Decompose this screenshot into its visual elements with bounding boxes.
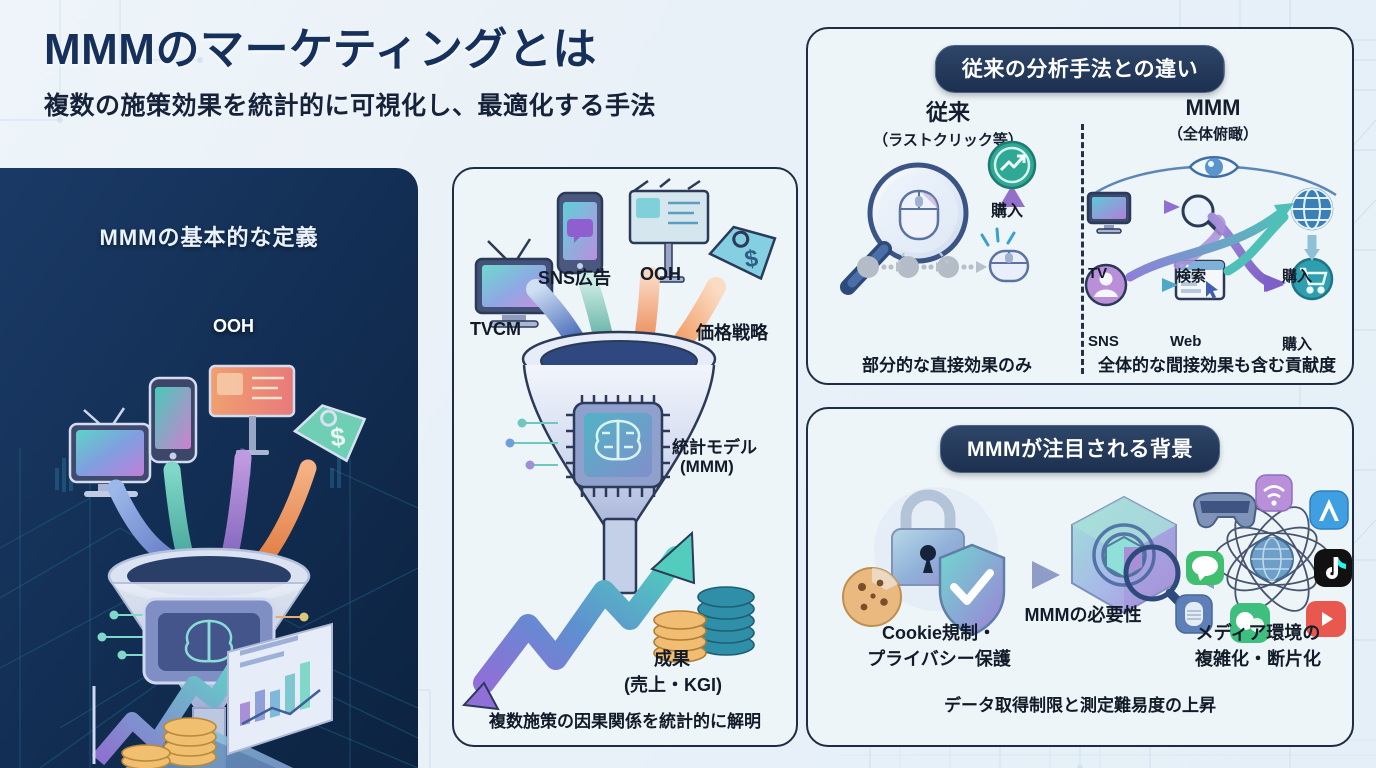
- background-card: MMMが注目される背景: [806, 407, 1354, 747]
- background-badge: MMMが注目される背景: [940, 425, 1220, 473]
- mmm-column-title: MMM （全体俯瞰）: [1108, 95, 1318, 144]
- ooh-label: OOH: [213, 316, 255, 336]
- media-label-line1: メディア環境の: [1195, 623, 1321, 643]
- input-label-price: 価格戦略: [696, 323, 768, 343]
- model-label-line2: (MMM): [680, 457, 734, 476]
- page-subtitle: 複数の施策効果を統計的に可視化し、最適化する手法: [44, 92, 657, 121]
- node-label-search: 検索: [1176, 268, 1207, 285]
- node-label-purchase-globe: 購入: [1282, 268, 1313, 285]
- page-title: MMMのマーケティングとは: [44, 25, 597, 74]
- legacy-caption: 部分的な直接効果のみ: [862, 356, 1032, 375]
- legacy-subtitle: （ラストクリック等）: [873, 132, 1023, 149]
- input-label-sns: SNS広告: [538, 268, 612, 288]
- background-illustration: [842, 474, 1352, 643]
- mmm-title: MMM: [1185, 95, 1241, 120]
- mmm-caption: 全体的な間接効果も含む貢献度: [1098, 356, 1336, 375]
- center-card-caption: 複数施策の因果関係を統計的に解明: [489, 712, 761, 731]
- legacy-column-title: 従来 （ラストクリック等）: [848, 95, 1048, 150]
- funnel-illustration: $: [461, 178, 777, 711]
- legacy-title: 従来: [925, 100, 970, 125]
- mmm-subtitle: （全体俯瞰）: [1167, 126, 1258, 143]
- dark-panel-illustration: $: [0, 168, 418, 768]
- privacy-label-line2: プライバシー保護: [867, 649, 1011, 669]
- input-label-tvcm: TVCM: [470, 319, 521, 339]
- input-label-ooh: OOH: [640, 264, 682, 284]
- page-header: MMMのマーケティングとは 複数の施策効果を統計的に可視化し、最適化する手法: [44, 25, 657, 122]
- background-card-caption: データ取得制限と測定難易度の上昇: [944, 696, 1216, 715]
- legacy-purchase-label: 購入: [991, 203, 1024, 220]
- svg-text:$: $: [743, 245, 761, 274]
- comparison-card: 従来の分析手法との違い 従来 （ラストクリック等） MMM （全体俯瞰）: [806, 27, 1354, 385]
- model-label-line1: 統計モデル: [672, 438, 757, 457]
- node-label-web: Web: [1170, 333, 1202, 350]
- node-label-purchase-cart: 購入: [1282, 336, 1313, 353]
- mmm-attribution-illustration: [1084, 156, 1337, 307]
- comparison-badge: 従来の分析手法との違い: [934, 45, 1226, 93]
- node-label-sns: SNS: [1088, 333, 1119, 350]
- node-label-tv: TV: [1088, 265, 1108, 282]
- media-label-line2: 複雑化・断片化: [1195, 649, 1321, 669]
- outcome-label-line1: 成果: [654, 649, 690, 669]
- mmm-necessity-label: MMMの必要性: [1024, 605, 1142, 625]
- comparison-divider: [1081, 124, 1084, 374]
- outcome-label-line2: (売上・KGI): [624, 675, 722, 695]
- last-click-illustration: [840, 140, 1037, 295]
- basic-definition-panel: $: [0, 168, 418, 768]
- dark-panel-title: MMMの基本的な定義: [99, 225, 319, 250]
- svg-text:$: $: [329, 421, 347, 452]
- privacy-label-line1: Cookie規制・: [881, 623, 996, 643]
- mmm-funnel-card: $: [452, 167, 798, 747]
